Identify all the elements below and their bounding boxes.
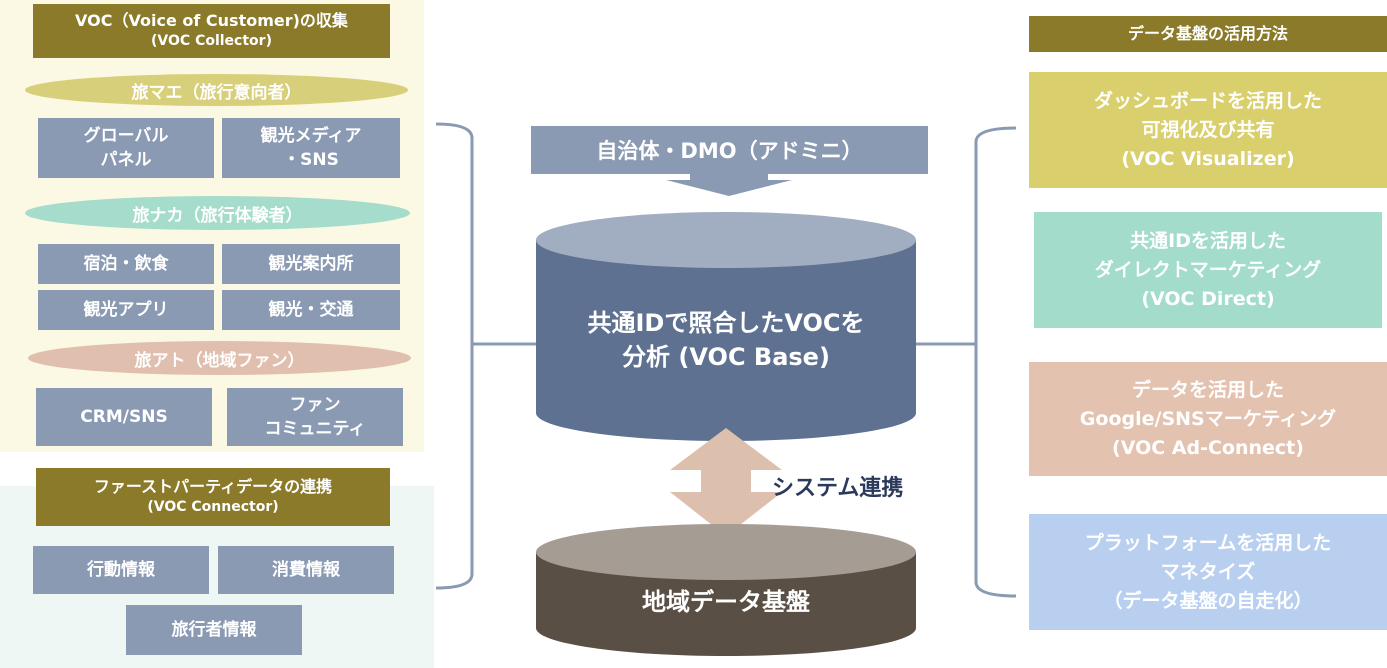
tile-crm-sns: CRM/SNS bbox=[36, 388, 212, 446]
collector-title: VOC（Voice of Customer)の収集 bbox=[75, 11, 348, 30]
collector-title-box: VOC（Voice of Customer)の収集 (VOC Collector… bbox=[33, 4, 390, 58]
tile-tourism-transport: 観光・交通 bbox=[222, 290, 400, 330]
admin-box: 自治体・DMO（アドミニ） bbox=[531, 126, 928, 174]
left-bracket bbox=[435, 122, 474, 590]
group-tabiato-label: 旅アト（地域ファン） bbox=[28, 341, 411, 375]
right-bracket bbox=[974, 126, 1017, 598]
admin-label: 自治体・DMO（アドミニ） bbox=[596, 139, 863, 163]
admin-down-arrow bbox=[666, 174, 792, 196]
regional-label: 地域データ基盤 bbox=[642, 588, 810, 616]
usage-direct: 共通IDを活用した ダイレクトマーケティング (VOC Direct) bbox=[1034, 212, 1382, 328]
tile-global-panel: グローバル パネル bbox=[38, 118, 214, 178]
tile-consumption-info: 消費情報 bbox=[218, 546, 394, 594]
tile-tourism-media: 観光メディア ・SNS bbox=[222, 118, 400, 178]
tile-lodging-dining: 宿泊・飲食 bbox=[38, 244, 214, 284]
voc-base-label: 共通IDで照合したVOCを 分析 (VOC Base) bbox=[587, 309, 865, 371]
usage-title-box: データ基盤の活用方法 bbox=[1029, 16, 1387, 52]
tile-behavior-info: 行動情報 bbox=[33, 546, 209, 594]
group-tabimae-label: 旅マエ（旅行意向者） bbox=[25, 74, 408, 106]
usage-ad-connect: データを活用した Google/SNSマーケティング (VOC Ad-Conne… bbox=[1029, 362, 1387, 476]
group-tabinaka-label: 旅ナカ（旅行体験者） bbox=[25, 196, 410, 230]
voc-base-cylinder bbox=[536, 212, 916, 441]
connector-title-box: ファーストパーティデータの連携 (VOC Connector) bbox=[36, 468, 390, 526]
system-link-label: システム連携 bbox=[772, 476, 904, 501]
tile-fan-community: ファン コミュニティ bbox=[227, 388, 403, 446]
usage-visualizer: ダッシュボードを活用した 可視化及び共有 (VOC Visualizer) bbox=[1029, 72, 1387, 188]
connector-subtitle: (VOC Connector) bbox=[147, 499, 279, 515]
tile-info-center: 観光案内所 bbox=[222, 244, 400, 284]
collector-subtitle: (VOC Collector) bbox=[151, 33, 272, 49]
tile-tourism-app: 観光アプリ bbox=[38, 290, 214, 330]
regional-cylinder bbox=[536, 524, 916, 656]
tile-traveler-info: 旅行者情報 bbox=[126, 605, 302, 655]
system-link-arrow bbox=[670, 428, 782, 536]
connector-title: ファーストパーティデータの連携 bbox=[93, 477, 333, 496]
usage-monetize: プラットフォームを活用した マネタイズ （データ基盤の自走化） bbox=[1029, 514, 1387, 630]
usage-title: データ基盤の活用方法 bbox=[1127, 24, 1288, 43]
